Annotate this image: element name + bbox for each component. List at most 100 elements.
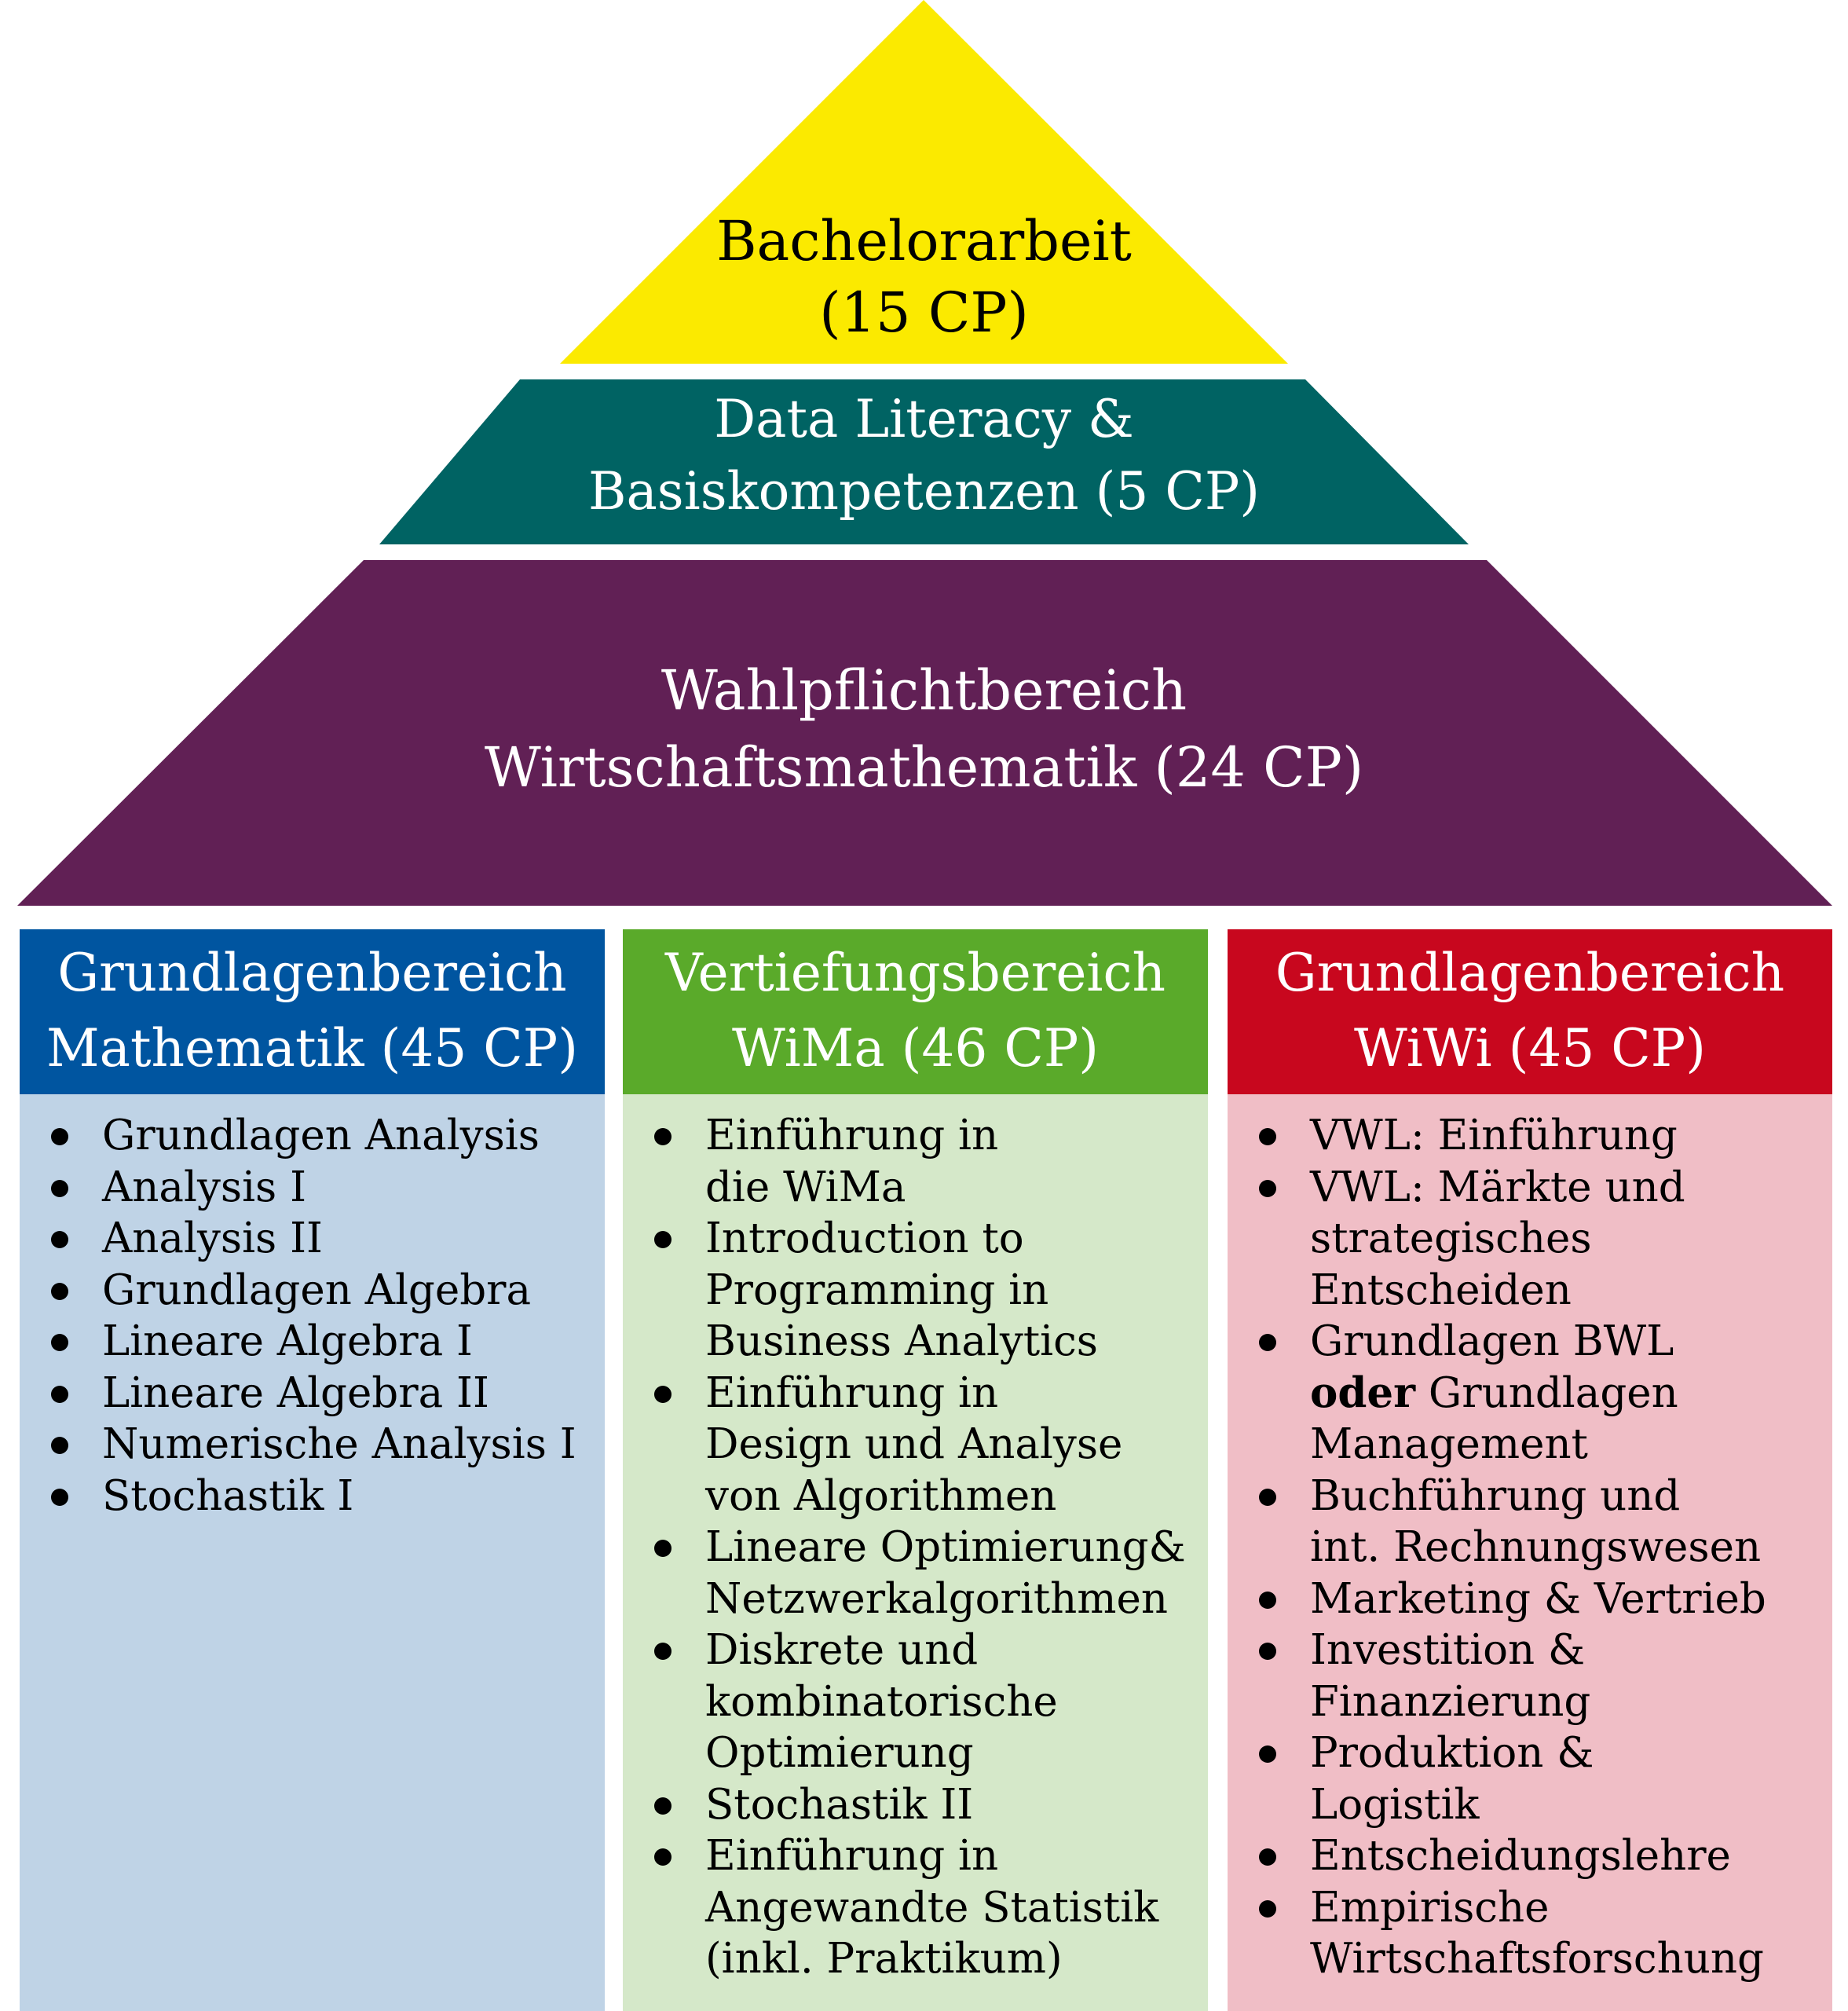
course-item: Numerische Analysis I xyxy=(20,1419,605,1471)
course-line: VWL: Einführung xyxy=(1310,1112,1678,1159)
bullet-icon xyxy=(654,1848,672,1866)
roof-top-triangle xyxy=(560,0,1288,364)
roof-middle-trapezoid xyxy=(379,379,1469,544)
bullet-icon xyxy=(654,1540,672,1557)
emphasis-text: oder xyxy=(1310,1368,1416,1417)
column-wiwi: Grundlagenbereich WiWi (45 CP) VWL: Einf… xyxy=(1228,929,1832,2011)
course-line: Angewandte Statistik xyxy=(705,1883,1159,1932)
course-line: Business Analytics xyxy=(705,1317,1099,1365)
course-line: Analysis II xyxy=(102,1214,323,1262)
bachelorarbeit-title: Bachelorarbeit xyxy=(716,209,1132,273)
course-line: Numerische Analysis I xyxy=(102,1420,576,1468)
bullet-icon xyxy=(51,1385,68,1403)
bullet-icon xyxy=(1259,1128,1276,1145)
course-line: Finanzierung xyxy=(1310,1677,1591,1726)
course-line: Entscheiden xyxy=(1310,1266,1572,1314)
bullet-icon xyxy=(1259,1179,1276,1197)
course-line: Lineare Algebra II xyxy=(102,1368,489,1417)
course-item: Lineare Algebra II xyxy=(20,1368,605,1419)
column-cp: Mathematik (45 CP) xyxy=(46,1018,578,1079)
data-literacy-label: Data Literacy & Basiskompetenzen (5 CP) xyxy=(0,383,1848,528)
course-line: Optimierung xyxy=(705,1729,974,1777)
wahlpflicht-label: Wahlpflichtbereich Wirtschaftsmathematik… xyxy=(0,652,1848,806)
course-item: Stochastik I xyxy=(20,1471,605,1522)
roof xyxy=(17,0,1832,906)
course-line: oder Grundlagen xyxy=(1310,1368,1678,1417)
course-line: Empirische xyxy=(1310,1883,1550,1932)
column-title: Vertiefungsbereich xyxy=(665,943,1166,1003)
bullet-icon xyxy=(51,1488,68,1506)
course-line: Produktion & xyxy=(1310,1729,1594,1777)
course-line: Management xyxy=(1310,1420,1588,1468)
course-item: Analysis I xyxy=(20,1162,605,1214)
course-item: VWL: Einführung xyxy=(1228,1110,1832,1162)
course-line: von Algorithmen xyxy=(705,1471,1057,1520)
bullet-icon xyxy=(654,1643,672,1660)
course-line: Lineare Optimierung& xyxy=(705,1523,1186,1571)
course-item: Lineare Algebra I xyxy=(20,1316,605,1368)
course-line: strategisches xyxy=(1310,1214,1592,1262)
bullet-icon xyxy=(1259,1591,1276,1609)
bullet-icon xyxy=(654,1231,672,1248)
course-line: kombinatorische xyxy=(705,1677,1058,1726)
course-line: Grundlagen Algebra xyxy=(102,1266,532,1314)
course-line: Introduction to xyxy=(705,1214,1024,1262)
bullet-icon xyxy=(1259,1848,1276,1866)
course-line: Stochastik I xyxy=(102,1471,354,1520)
course-line: Analysis I xyxy=(102,1163,307,1211)
course-line: Logistik xyxy=(1310,1780,1480,1829)
course-line: int. Rechnungswesen xyxy=(1310,1523,1762,1571)
course-line: Lineare Algebra I xyxy=(102,1317,473,1365)
bullet-icon xyxy=(654,1385,672,1403)
column-title: Grundlagenbereich xyxy=(1275,943,1785,1003)
course-line: Einführung in xyxy=(705,1368,999,1417)
column-mathematik-header: Grundlagenbereich Mathematik (45 CP) xyxy=(20,929,605,1094)
course-line: Stochastik II xyxy=(705,1780,974,1829)
column-mathematik: Grundlagenbereich Mathematik (45 CP) Gru… xyxy=(20,929,605,2011)
bachelorarbeit-cp: (15 CP) xyxy=(819,280,1029,345)
course-item: Investition &Finanzierung xyxy=(1228,1625,1832,1727)
course-line: Grundlagen BWL xyxy=(1310,1317,1674,1365)
bullet-icon xyxy=(51,1437,68,1454)
column-wima-header: Vertiefungsbereich WiMa (46 CP) xyxy=(623,929,1208,1094)
column-cp: WiMa (46 CP) xyxy=(731,1018,1100,1079)
course-item: Entscheidungslehre xyxy=(1228,1830,1832,1882)
wahlpflicht-title: Wahlpflichtbereich xyxy=(661,658,1187,723)
course-item: Grundlagen Analysis xyxy=(20,1110,605,1162)
course-line: Marketing & Vertrieb xyxy=(1310,1574,1766,1623)
bullet-icon xyxy=(51,1334,68,1351)
wahlpflicht-cp: Wirtschaftsmathematik (24 CP) xyxy=(484,735,1364,800)
bullet-icon xyxy=(1259,1643,1276,1660)
column-cp: WiWi (45 CP) xyxy=(1354,1018,1706,1079)
course-line: Grundlagen Analysis xyxy=(102,1112,540,1159)
course-line: die WiMa xyxy=(705,1163,906,1211)
bullet-icon xyxy=(51,1179,68,1197)
course-line: Programming in xyxy=(705,1266,1049,1314)
course-line: Design und Analyse xyxy=(705,1420,1123,1468)
course-line: (inkl. Praktikum) xyxy=(705,1935,1063,1983)
column-wiwi-header: Grundlagenbereich WiWi (45 CP) xyxy=(1228,929,1832,1094)
course-line: Netzwerkalgorithmen xyxy=(705,1574,1169,1623)
roof-base-trapezoid xyxy=(17,560,1832,906)
column-title: Grundlagenbereich xyxy=(57,943,567,1003)
column-wima: Vertiefungsbereich WiMa (46 CP) Einführu… xyxy=(623,929,1208,2011)
bullet-icon xyxy=(51,1282,68,1300)
bullet-icon xyxy=(51,1128,68,1145)
course-item: Stochastik II xyxy=(623,1779,1208,1831)
bullet-icon xyxy=(1259,1334,1276,1351)
data-literacy-cp: Basiskompetenzen (5 CP) xyxy=(587,461,1261,522)
bullet-icon xyxy=(1259,1488,1276,1506)
